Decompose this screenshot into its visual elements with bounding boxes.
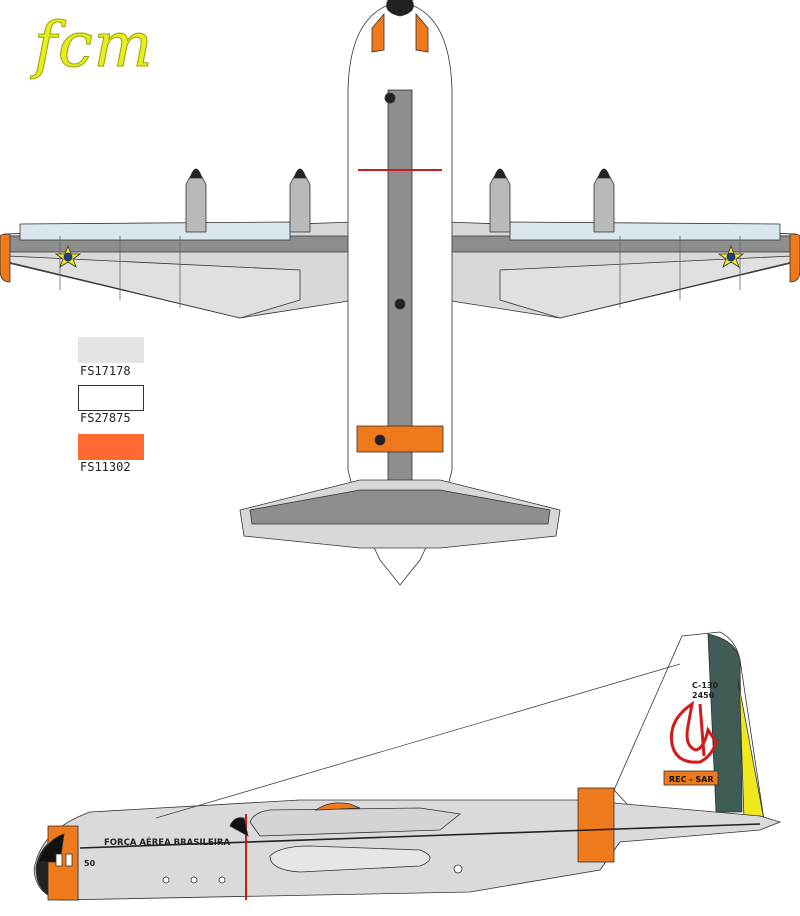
right-wingtip-orange [789, 233, 800, 283]
unit-badge-text: REC - SAR [669, 775, 714, 784]
roundel-left [54, 244, 82, 268]
top-view [0, 0, 800, 586]
swatch-label-fs11302: FS11302 [80, 460, 131, 474]
top-fuselage-orange-band [356, 425, 444, 453]
air-force-marking: FORÇA AÉREA BRASILEIRA [104, 836, 230, 848]
swatch-fs17178 [78, 337, 144, 363]
type-marking: C-130 [692, 681, 719, 690]
left-wingtip-orange [0, 233, 11, 283]
swatch-fs27875 [78, 385, 144, 411]
swatch-label-fs17178: FS17178 [80, 364, 131, 378]
serial-marking: 2450 [692, 691, 715, 700]
fcm-logo: fcm [33, 8, 154, 82]
engine-nacelles [185, 168, 615, 233]
unit-badge [663, 770, 719, 786]
swatch-fs11302 [78, 434, 144, 460]
side-view [33, 631, 782, 901]
nose-number: 50 [84, 859, 96, 868]
side-tail-orange-band [577, 787, 615, 863]
roundel-right [717, 244, 745, 268]
swatch-label-fs27875: FS27875 [80, 411, 131, 425]
unit-insignia [669, 700, 718, 764]
